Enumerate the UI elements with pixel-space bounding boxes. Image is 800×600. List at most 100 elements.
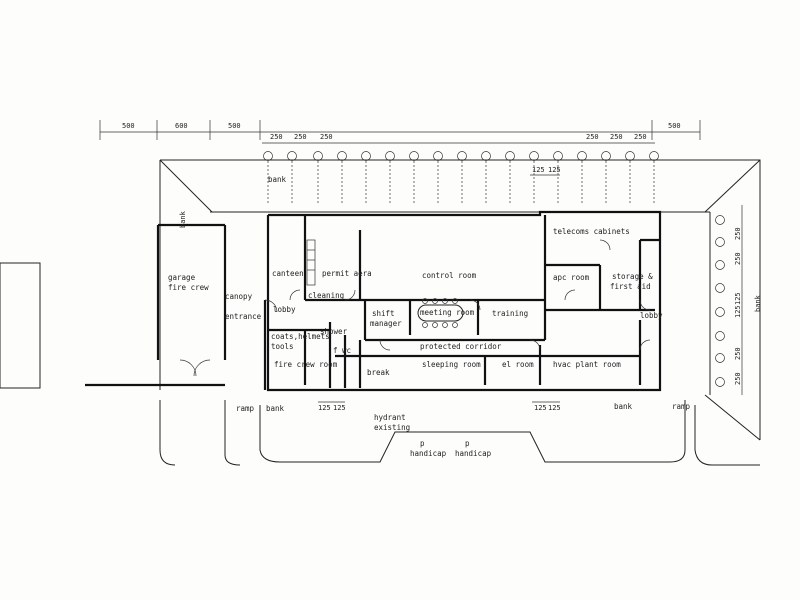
grid-bubble-right (715, 215, 725, 225)
dim-bay-1: 250 (270, 133, 283, 141)
grid-bubble-right (715, 353, 725, 363)
label-p-2: p (465, 439, 470, 448)
label-handicap-2: handicap (455, 449, 492, 458)
label-canopy: canopy (225, 292, 253, 301)
grid-bubble-top (385, 151, 395, 161)
dim-right-4: 125 (734, 305, 742, 318)
door-swings (179, 239, 651, 377)
grid-bubble-right (715, 260, 725, 270)
top-dimension-chain: 500 600 500 500 250 250 250 250 250 250 … (99, 120, 701, 176)
dim-bottom-right-2: 125 (548, 404, 561, 412)
dim-top-left-1: 500 (122, 122, 135, 130)
dim-right-1: 250 (734, 227, 742, 240)
dim-top-left-2: 600 (175, 122, 188, 130)
label-training: training (492, 309, 528, 318)
label-control-room: control room (422, 271, 477, 280)
dim-right-2: 250 (734, 252, 742, 265)
grid-bubble-right (715, 283, 725, 293)
grid-bubble-top (553, 151, 563, 161)
label-existing: existing (374, 423, 410, 432)
label-p-1: p (420, 439, 425, 448)
dim-bay-3: 250 (320, 133, 333, 141)
label-canteen: canteen (272, 269, 304, 278)
label-bank-top: bank (268, 175, 287, 184)
grid-bubble-top (577, 151, 587, 161)
dim-right-6: 250 (734, 372, 742, 385)
bottom-dimension-chain: 125 125 125 125 (318, 401, 561, 412)
dim-top-left-3: 500 (228, 122, 241, 130)
label-fire-crew-room: fire crew room (274, 360, 338, 369)
dim-bay-6: 250 (634, 133, 647, 141)
label-hvac: hvac plant room (553, 360, 621, 369)
label-shower: shower (320, 327, 348, 336)
grid-bubble-right (715, 331, 725, 341)
grid-bubble-top (457, 151, 467, 161)
label-el-room: el room (502, 360, 534, 369)
dim-bottom-mid-1: 125 (318, 404, 331, 412)
grid-bubble-top (409, 151, 419, 161)
label-meeting-room: meeting room (420, 308, 475, 317)
grid-bubble-top (263, 151, 273, 161)
room-labels: control room canteen permit aera cleanin… (168, 227, 663, 377)
label-ramp-left: ramp (236, 404, 255, 413)
label-sleeping-room: sleeping room (422, 360, 481, 369)
dim-bottom-mid-2: 125 (333, 404, 346, 412)
dim-inner-1: 125 (532, 166, 545, 174)
label-bank-left: bank (179, 210, 187, 228)
building-walls (85, 210, 662, 392)
label-apc-room: apc room (553, 273, 590, 282)
label-lobby-right: lobby (640, 311, 663, 320)
label-hydrant: hydrant (374, 413, 406, 422)
dim-bay-4: 250 (586, 133, 599, 141)
label-garage: garage (168, 273, 196, 282)
grid-bubble-top (361, 151, 371, 161)
dim-right-5: 250 (734, 347, 742, 360)
dim-right-3: 125 (734, 292, 742, 305)
label-permit-area: permit aera (322, 269, 372, 278)
label-fire-crew: fire crew (168, 283, 209, 292)
grid-bubble-right (715, 377, 725, 387)
site-labels: bank bank bank bank bank ramp ramp hydra… (179, 175, 762, 458)
label-storage: storage & (612, 272, 653, 281)
label-telecoms: telecoms cabinets (553, 227, 630, 236)
label-handicap-1: handicap (410, 449, 447, 458)
label-ramp-right: ramp (672, 402, 691, 411)
meeting-table (417, 298, 464, 328)
site-bank-outline (0, 159, 761, 466)
label-coats: coats,helmets (271, 332, 330, 341)
dim-bay-2: 250 (294, 133, 307, 141)
label-manager: manager (370, 319, 402, 328)
grid-bubble-top (505, 151, 515, 161)
label-bank-bottom-right: bank (614, 402, 633, 411)
grid-bubble-top (433, 151, 443, 161)
label-bank-right: bank (754, 294, 762, 312)
grid-bubble-top (529, 151, 539, 161)
grid-bubble-top (601, 151, 611, 161)
grid-bubble-top (313, 151, 323, 161)
label-cleaning: cleaning (308, 291, 344, 300)
label-bank-bottom-left: bank (266, 404, 285, 413)
grid-bubble-top (481, 151, 491, 161)
label-shift: shift (372, 309, 395, 318)
grid-bubble-right (715, 307, 725, 317)
label-lobby-left: lobby (273, 305, 296, 314)
stair-kitchen (306, 239, 316, 286)
label-tools: tools (271, 342, 294, 351)
label-wc: f wc (333, 346, 351, 355)
grid-bubble-right (715, 237, 725, 247)
label-entrance: entrance (225, 312, 262, 321)
label-protected-corridor: protected corridor (420, 342, 502, 351)
dim-top-right: 500 (668, 122, 681, 130)
right-dimension-chain: 250 250 125 125 250 250 (734, 205, 743, 395)
label-break: break (367, 368, 390, 377)
grid-bubble-top (625, 151, 635, 161)
label-first-aid: first aid (610, 282, 651, 291)
grid-bubble-top (337, 151, 347, 161)
dim-bay-5: 250 (610, 133, 623, 141)
grid-bubble-top (649, 151, 659, 161)
dim-bottom-right-1: 125 (534, 404, 547, 412)
dim-inner-2: 125 (548, 166, 561, 174)
grid-bubble-top (287, 151, 297, 161)
